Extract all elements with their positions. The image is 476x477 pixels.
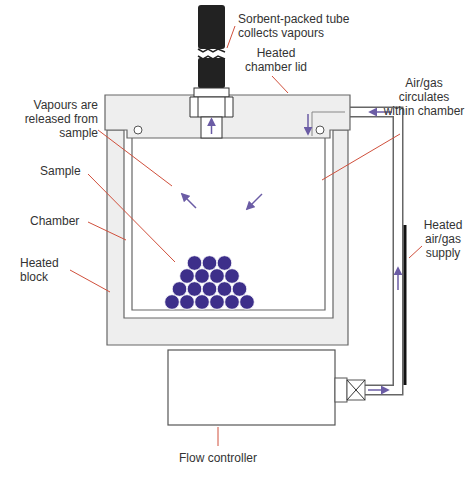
sorbent-tube — [190, 5, 233, 138]
leader-lines — [70, 26, 422, 446]
callout-label: Chamber — [30, 214, 100, 228]
callout-label: Flow controller — [158, 451, 278, 465]
o-ring — [316, 126, 324, 134]
chamber-inner-wall — [132, 130, 325, 310]
chamber-wall — [124, 130, 333, 318]
callout-label: Heated chamber lid — [236, 46, 316, 74]
flow-controller — [168, 350, 365, 425]
sample-balls — [165, 256, 255, 310]
callout-label: Sorbent-packed tube collects vapours — [238, 12, 363, 40]
callout-label: Air/gas circulates within chamber — [382, 76, 466, 118]
heated-block — [107, 130, 348, 345]
callout-label: Heated air/gas supply — [414, 218, 472, 260]
callout-label: Sample — [40, 164, 100, 178]
o-ring — [134, 126, 142, 134]
gas-supply-pipe — [345, 112, 405, 390]
callout-label: Vapours are released from sample — [4, 98, 98, 140]
callout-label: Heated block — [20, 256, 74, 284]
chamber-lid — [105, 95, 350, 138]
